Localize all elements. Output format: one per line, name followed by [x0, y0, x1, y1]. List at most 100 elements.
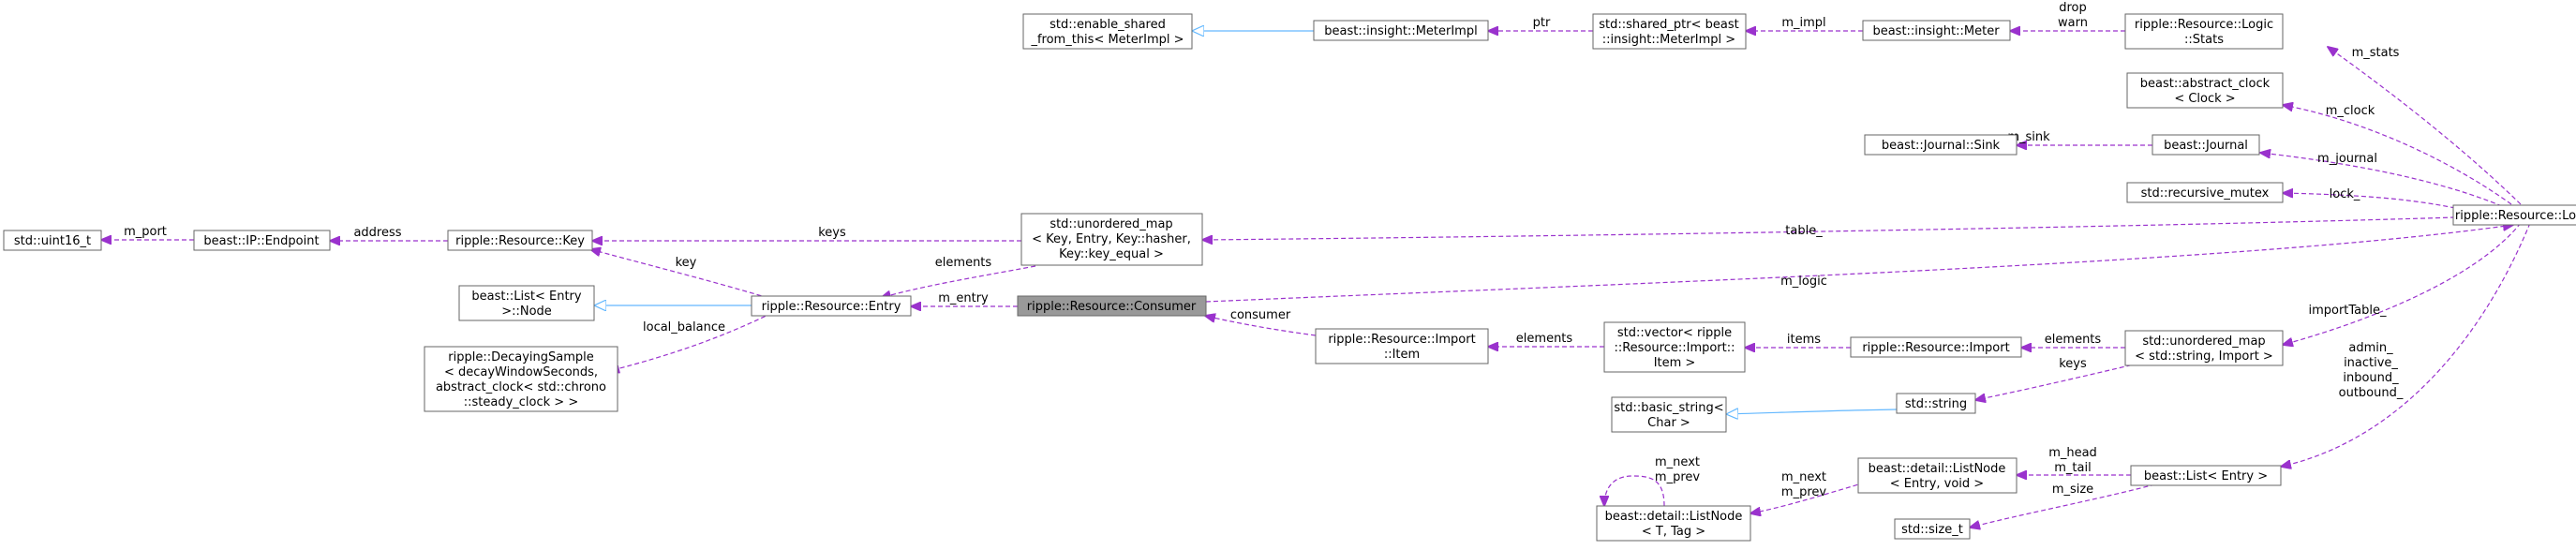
- edge-label-items: items: [1787, 333, 1821, 347]
- node-ripple-decaying-sample[interactable]: ripple::DecayingSample < decayWindowSeco…: [424, 346, 618, 412]
- svg-text:::Item: ::Item: [1384, 348, 1420, 362]
- svg-text:std::recursive_mutex: std::recursive_mutex: [2141, 186, 2270, 201]
- edge-label-inactive: inactive_: [2344, 356, 2398, 370]
- edge-m-next-prev-self: m_next m_prev: [1604, 455, 1700, 506]
- edge-key: key: [590, 249, 769, 299]
- svg-text:abstract_clock< std::chrono: abstract_clock< std::chrono: [436, 380, 606, 394]
- edge-m-impl: m_impl: [1746, 16, 1863, 31]
- node-beast-journal[interactable]: beast::Journal: [2152, 134, 2260, 156]
- svg-text:beast::Journal::Sink: beast::Journal::Sink: [1882, 139, 2001, 153]
- edge-items: items: [1745, 333, 1851, 348]
- svg-text:< std::string, Import >: < std::string, Import >: [2135, 349, 2273, 364]
- edge-m-size: m_size: [1970, 483, 2156, 528]
- node-beast-insight-meter[interactable]: beast::insight::Meter: [1862, 20, 2011, 41]
- edge-label-ptr: ptr: [1533, 16, 1551, 30]
- svg-text:std::unordered_map: std::unordered_map: [1050, 217, 1172, 231]
- svg-text:std::unordered_map: std::unordered_map: [2142, 334, 2265, 349]
- edge-label-consumer: consumer: [1230, 308, 1291, 322]
- edge-label-import-table: importTable_: [2308, 304, 2387, 318]
- node-std-basic-string[interactable]: std::basic_string< Char >: [1611, 396, 1727, 433]
- edge-label-local-balance: local_balance: [643, 320, 725, 334]
- node-ripple-resource-import-item[interactable]: ripple::Resource::Import ::Item: [1315, 328, 1489, 364]
- svg-text:>::Node: >::Node: [501, 305, 552, 319]
- node-std-uint16-t[interactable]: std::uint16_t: [3, 230, 102, 251]
- edge-label-m-journal: m_journal: [2317, 152, 2377, 166]
- node-beast-journal-sink[interactable]: beast::Journal::Sink: [1864, 134, 2018, 156]
- edge-label-drop: drop: [2059, 1, 2087, 15]
- node-beast-list-entry[interactable]: beast::List< Entry >: [2130, 465, 2282, 486]
- node-std-size-t[interactable]: std::size_t: [1894, 518, 1971, 540]
- node-std-enable-shared-from-this[interactable]: std::enable_shared _from_this< MeterImpl…: [1022, 13, 1193, 50]
- edge-m-port: m_port: [101, 225, 194, 240]
- svg-text:beast::List< Entry: beast::List< Entry: [471, 290, 581, 304]
- node-ripple-resource-key[interactable]: ripple::Resource::Key: [447, 230, 593, 251]
- node-beast-insight-meterimpl[interactable]: beast::insight::MeterImpl: [1313, 20, 1489, 41]
- svg-text:beast::List< Entry >: beast::List< Entry >: [2144, 469, 2268, 483]
- svg-text:::insight::MeterImpl >: ::insight::MeterImpl >: [1602, 33, 1735, 47]
- edge-label-m-sink: m_sink: [2007, 130, 2050, 144]
- svg-text:< Entry, void >: < Entry, void >: [1890, 477, 1984, 491]
- edge-label-elements-entry: elements: [935, 256, 992, 270]
- edge-elements-import: elements: [2021, 333, 2125, 348]
- edge-label-m-size: m_size: [2052, 483, 2093, 497]
- edge-label-m-prev-self: m_prev: [1655, 470, 1700, 484]
- edge-ptr: ptr: [1488, 16, 1593, 31]
- node-std-unordered-map-key[interactable]: std::unordered_map < Key, Entry, Key::ha…: [1020, 213, 1203, 266]
- edge-elements-item: elements: [1488, 332, 1604, 347]
- edge-keys-string: keys: [1975, 357, 2147, 400]
- edge-label-m-port: m_port: [124, 225, 167, 239]
- node-std-vector-import-item[interactable]: std::vector< ripple ::Resource::Import::…: [1603, 321, 1746, 373]
- svg-text:beast::IP::Endpoint: beast::IP::Endpoint: [203, 234, 319, 248]
- node-ripple-resource-consumer[interactable]: ripple::Resource::Consumer: [1017, 295, 1207, 317]
- edge-m-entry: m_entry: [911, 291, 1018, 306]
- svg-text:ripple::Resource::Entry: ripple::Resource::Entry: [762, 300, 901, 314]
- svg-text:std::string: std::string: [1905, 397, 1967, 411]
- svg-text:ripple::Resource::Logic: ripple::Resource::Logic: [2135, 18, 2273, 32]
- edge-table: table_: [1202, 216, 2456, 240]
- svg-text:< Clock >: < Clock >: [2174, 92, 2235, 106]
- edge-label-keys-key: keys: [818, 226, 846, 240]
- edge-list-members: admin_ inactive_ inbound_ outbound_: [2281, 222, 2531, 467]
- node-std-shared-ptr-meterimpl[interactable]: std::shared_ptr< beast ::insight::MeterI…: [1592, 13, 1747, 50]
- edge-label-admin: admin_: [2348, 341, 2393, 355]
- node-ripple-resource-logic-stats[interactable]: ripple::Resource::Logic ::Stats: [2124, 13, 2284, 50]
- node-ripple-resource-logic[interactable]: ripple::Resource::Logic: [2452, 204, 2576, 226]
- node-beast-abstract-clock[interactable]: beast::abstract_clock < Clock >: [2126, 72, 2284, 109]
- edge-label-address: address: [353, 226, 401, 240]
- svg-text:beast::abstract_clock: beast::abstract_clock: [2140, 77, 2271, 91]
- node-beast-list-entry-node[interactable]: beast::List< Entry >::Node: [458, 285, 595, 321]
- svg-text:< T, Tag >: < T, Tag >: [1642, 525, 1705, 539]
- svg-text:< decayWindowSeconds,: < decayWindowSeconds,: [444, 365, 598, 379]
- edge-consumer: consumer: [1205, 308, 1317, 336]
- edge-local-balance: local_balance: [609, 312, 773, 371]
- edge-m-clock: m_clock: [2283, 104, 2512, 205]
- node-ripple-resource-entry[interactable]: ripple::Resource::Entry: [751, 295, 912, 317]
- svg-text:::Stats: ::Stats: [2184, 33, 2224, 47]
- node-beast-detail-listnode-entry[interactable]: beast::detail::ListNode < Entry, void >: [1857, 457, 2018, 494]
- node-ripple-resource-import[interactable]: ripple::Resource::Import: [1850, 336, 2022, 358]
- edge-m-journal: m_journal: [2260, 152, 2503, 207]
- edge-label-table: table_: [1785, 224, 1823, 238]
- edge-keys-key: keys: [592, 226, 1021, 241]
- edge-label-lock: lock_: [2330, 187, 2360, 201]
- node-beast-ip-endpoint[interactable]: beast::IP::Endpoint: [193, 230, 331, 251]
- edge-label-m-tail: m_tail: [2054, 461, 2091, 475]
- edge-label-m-next-self: m_next: [1655, 455, 1700, 469]
- svg-text:ripple::Resource::Consumer: ripple::Resource::Consumer: [1027, 300, 1197, 314]
- svg-text:ripple::Resource::Import: ripple::Resource::Import: [1862, 341, 2009, 355]
- node-beast-detail-listnode-t[interactable]: beast::detail::ListNode < T, Tag >: [1596, 505, 1751, 542]
- svg-text:beast::detail::ListNode: beast::detail::ListNode: [1869, 462, 2006, 476]
- svg-text:std::basic_string<: std::basic_string<: [1614, 401, 1723, 415]
- node-std-recursive-mutex[interactable]: std::recursive_mutex: [2126, 182, 2284, 203]
- svg-text:std::shared_ptr< beast: std::shared_ptr< beast: [1599, 18, 1738, 32]
- svg-text:_from_this< MeterImpl >: _from_this< MeterImpl >: [1030, 33, 1184, 47]
- edge-label-elements-item: elements: [1516, 332, 1573, 346]
- node-std-string[interactable]: std::string: [1896, 393, 1976, 414]
- svg-text:ripple::Resource::Key: ripple::Resource::Key: [455, 234, 585, 248]
- edge-label-outbound: outbound_: [2339, 386, 2404, 400]
- edge-label-m-prev-entry: m_prev: [1781, 485, 1826, 499]
- node-std-unordered-map-string[interactable]: std::unordered_map < std::string, Import…: [2124, 330, 2284, 366]
- edge-label-inbound: inbound_: [2343, 371, 2399, 385]
- edge-label-m-clock: m_clock: [2326, 104, 2375, 118]
